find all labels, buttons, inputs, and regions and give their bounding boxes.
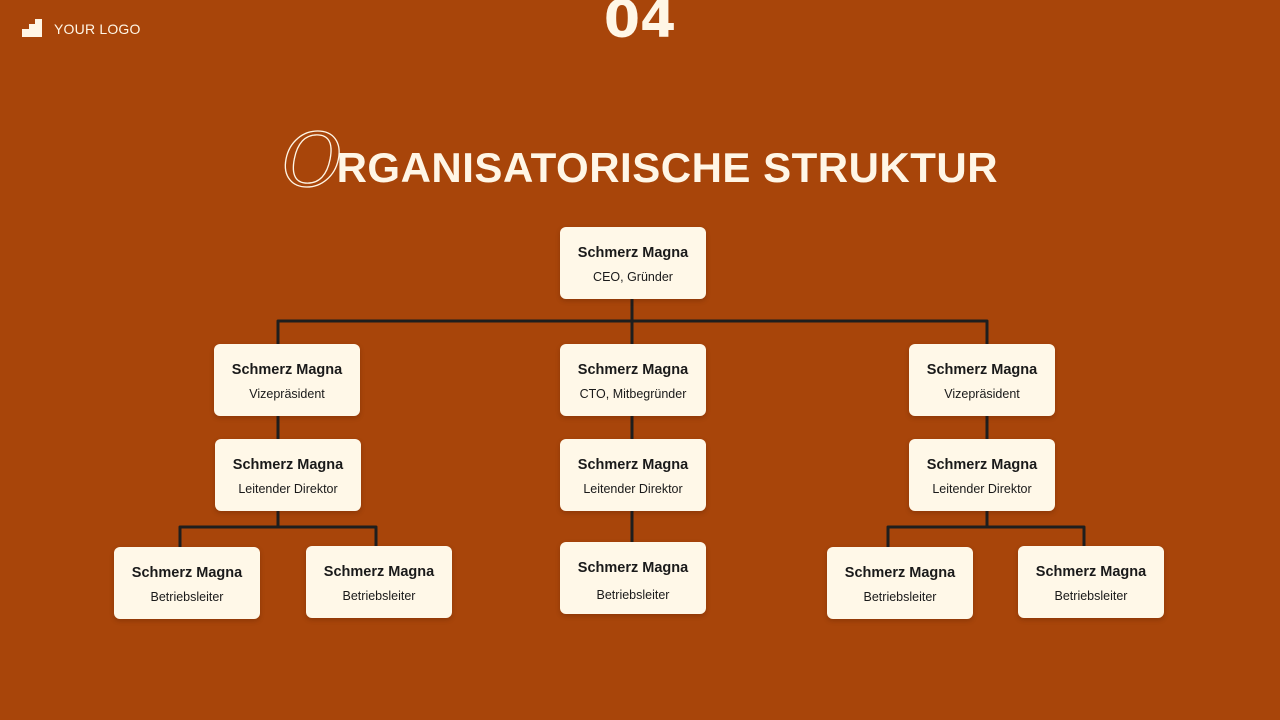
- connector-left-branch: [178, 525, 378, 548]
- node-role: Vizepräsident: [944, 387, 1020, 401]
- stairs-logo-icon: [22, 19, 42, 37]
- org-node-ops-1: Schmerz Magna Betriebsleiter: [114, 547, 260, 619]
- node-name: Schmerz Magna: [1035, 564, 1147, 580]
- node-name: Schmerz Magna: [926, 362, 1038, 378]
- node-name: Schmerz Magna: [577, 362, 689, 378]
- org-node-vp-left: Schmerz Magna Vizepräsident: [214, 344, 360, 416]
- title-text: RGANISATORISCHE STRUKTUR: [336, 144, 999, 191]
- node-name: Schmerz Magna: [577, 245, 689, 261]
- title-initial-letter: O: [281, 118, 343, 204]
- node-role: Leitender Direktor: [932, 482, 1032, 496]
- logo: YOUR LOGO: [22, 19, 141, 37]
- node-name: Schmerz Magna: [231, 362, 343, 378]
- node-role: Betriebsleiter: [1054, 589, 1128, 603]
- org-node-cto: Schmerz Magna CTO, Mitbegründer: [560, 344, 706, 416]
- node-role: Betriebsleiter: [863, 590, 937, 604]
- org-node-ops-3: Schmerz Magna Betriebsleiter: [560, 542, 706, 614]
- node-name: Schmerz Magna: [926, 457, 1038, 473]
- org-node-ops-2: Schmerz Magna Betriebsleiter: [306, 546, 452, 618]
- org-node-ops-4: Schmerz Magna Betriebsleiter: [827, 547, 973, 619]
- node-role: Betriebsleiter: [596, 588, 670, 602]
- node-role: Vizepräsident: [249, 387, 325, 401]
- node-name: Schmerz Magna: [232, 457, 344, 473]
- node-name: Schmerz Magna: [577, 560, 689, 576]
- slide-number: 04: [603, 0, 677, 50]
- connector-right-branch: [886, 525, 1086, 548]
- node-name: Schmerz Magna: [577, 457, 689, 473]
- node-name: Schmerz Magna: [323, 564, 435, 580]
- node-role: Leitender Direktor: [583, 482, 683, 496]
- org-node-ops-5: Schmerz Magna Betriebsleiter: [1018, 546, 1164, 618]
- connector-top-branch: [276, 319, 989, 345]
- node-role: CTO, Mitbegründer: [579, 387, 687, 401]
- node-role: CEO, Gründer: [593, 270, 673, 284]
- org-node-ceo: Schmerz Magna CEO, Gründer: [560, 227, 706, 299]
- page-title: O RGANISATORISCHE STRUKTUR: [0, 118, 1280, 204]
- org-node-director-center: Schmerz Magna Leitender Direktor: [560, 439, 706, 511]
- node-role: Leitender Direktor: [238, 482, 338, 496]
- node-name: Schmerz Magna: [844, 565, 956, 581]
- org-node-vp-right: Schmerz Magna Vizepräsident: [909, 344, 1055, 416]
- node-role: Betriebsleiter: [342, 589, 416, 603]
- org-node-director-right: Schmerz Magna Leitender Direktor: [909, 439, 1055, 511]
- org-node-director-left: Schmerz Magna Leitender Direktor: [215, 439, 361, 511]
- node-name: Schmerz Magna: [131, 565, 243, 581]
- node-role: Betriebsleiter: [150, 590, 224, 604]
- logo-text: YOUR LOGO: [54, 20, 141, 37]
